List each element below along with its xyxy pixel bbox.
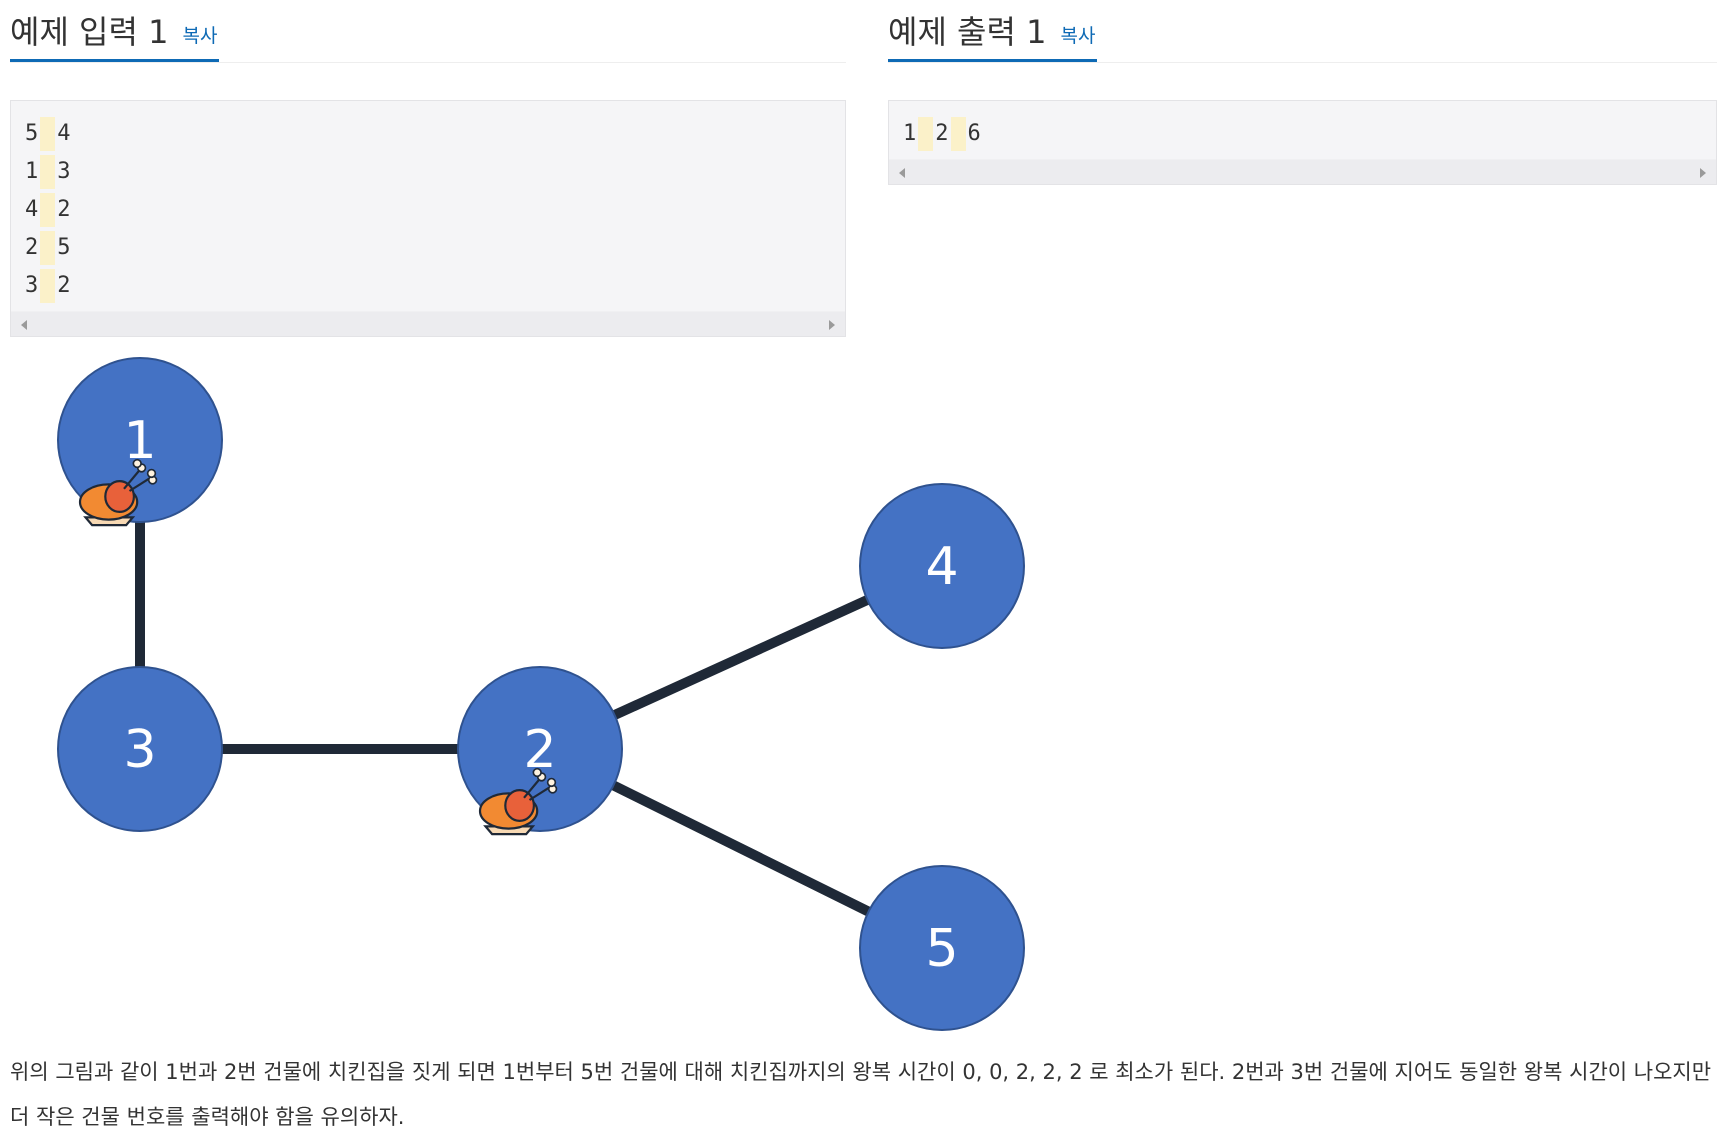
node-label-5: 5: [925, 919, 958, 979]
sample-input-token: 5: [57, 229, 70, 267]
scroll-right-arrow-icon[interactable]: [829, 320, 835, 330]
sample-input-title-wrap: 예제 입력 1 복사: [10, 0, 219, 62]
horizontal-scrollbar[interactable]: [11, 311, 845, 336]
sample-input-token: 2: [57, 267, 70, 305]
scroll-left-arrow-icon[interactable]: [899, 168, 905, 178]
scroll-right-arrow-icon[interactable]: [1700, 168, 1706, 178]
sample-output-token: 2: [935, 115, 948, 153]
sample-output-token: 6: [968, 115, 981, 153]
copy-input-button[interactable]: 복사: [182, 21, 217, 48]
space-highlight: [40, 231, 55, 265]
space-highlight: [40, 117, 55, 151]
node-label-3: 3: [123, 720, 156, 780]
node-label-4: 4: [925, 537, 958, 597]
copy-output-button[interactable]: 복사: [1060, 21, 1095, 48]
sample-input-headline: 예제 입력 1 복사: [10, 0, 846, 63]
sample-input-token: 3: [57, 153, 70, 191]
sample-input-token: 3: [25, 267, 38, 305]
space-highlight: [40, 155, 55, 189]
sample-input-token: 1: [25, 153, 38, 191]
space-highlight: [951, 117, 966, 151]
sample-output-title-wrap: 예제 출력 1 복사: [888, 0, 1097, 62]
sample-input-title: 예제 입력 1: [10, 7, 168, 53]
sample-input-token: 5: [25, 115, 38, 153]
space-highlight: [40, 193, 55, 227]
sample-output-token: 1: [903, 115, 916, 153]
space-highlight: [40, 269, 55, 303]
sample-input-token: 2: [25, 229, 38, 267]
sample-output-title: 예제 출력 1: [888, 7, 1046, 53]
sample-output-headline: 예제 출력 1 복사: [888, 0, 1717, 63]
sample-input-token: 4: [57, 115, 70, 153]
scroll-left-arrow-icon[interactable]: [21, 320, 27, 330]
space-highlight: [918, 117, 933, 151]
explanation-text: 위의 그림과 같이 1번과 2번 건물에 치킨집을 짓게 되면 1번부터 5번 …: [10, 1050, 1720, 1140]
sample-input-token: 4: [25, 191, 38, 229]
sample-input-token: 2: [57, 191, 70, 229]
horizontal-scrollbar[interactable]: [889, 159, 1716, 184]
